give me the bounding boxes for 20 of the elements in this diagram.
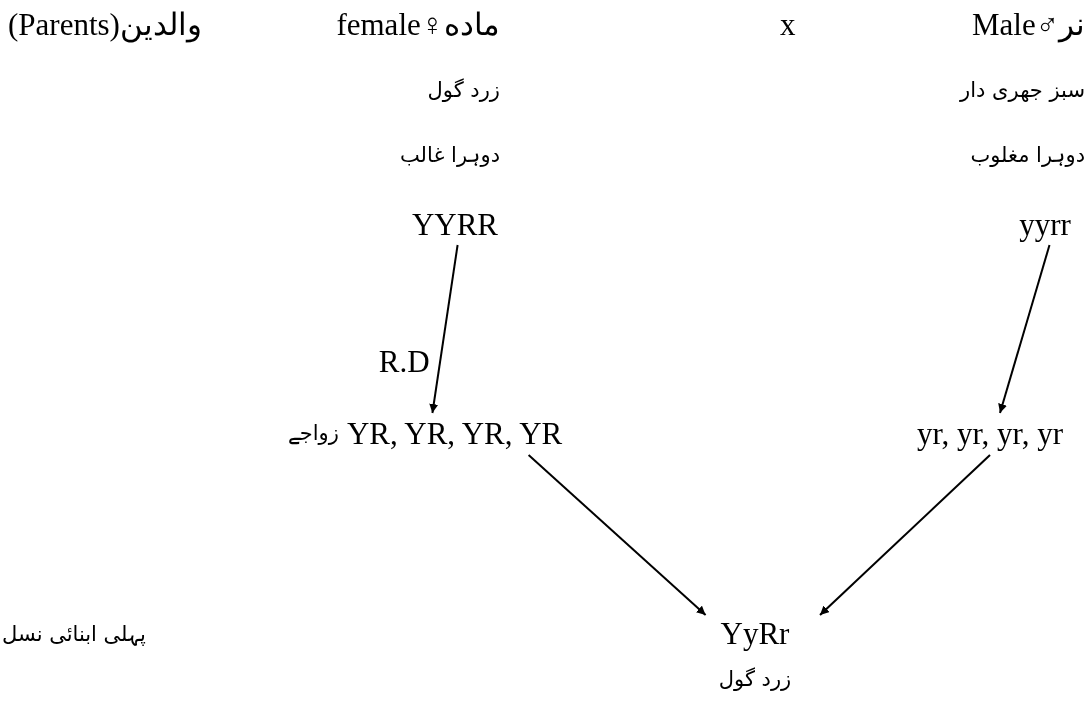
text-label: زرد گول (427, 78, 500, 104)
node-caption: زواجے (287, 420, 339, 448)
genotype-text: YyRr (720, 615, 790, 653)
genotype-text: yyrr (1019, 206, 1071, 244)
arrow (998, 244, 1051, 414)
arrow (819, 454, 991, 616)
text-label: female♀ماده (336, 6, 500, 44)
text-label: دوہرا غالب (400, 143, 500, 169)
text-label: دوہرا مغلوب (970, 143, 1085, 169)
genotype-text: YYRR (411, 206, 499, 244)
genotype-text: yr, yr, yr, yr (916, 415, 1064, 453)
text-label: پہلی ابنائی نسل (2, 622, 146, 648)
node-caption: زرد گول (718, 666, 792, 694)
text-label: (Parents)والدین (8, 6, 202, 44)
text-label: x (780, 6, 796, 44)
genotype-text: YR, YR, YR, YR (346, 415, 563, 453)
arrow (527, 454, 707, 616)
text-label: سبز جھری دار (960, 78, 1085, 104)
text-label: Male♂نر (972, 6, 1085, 44)
arrow (429, 244, 459, 414)
